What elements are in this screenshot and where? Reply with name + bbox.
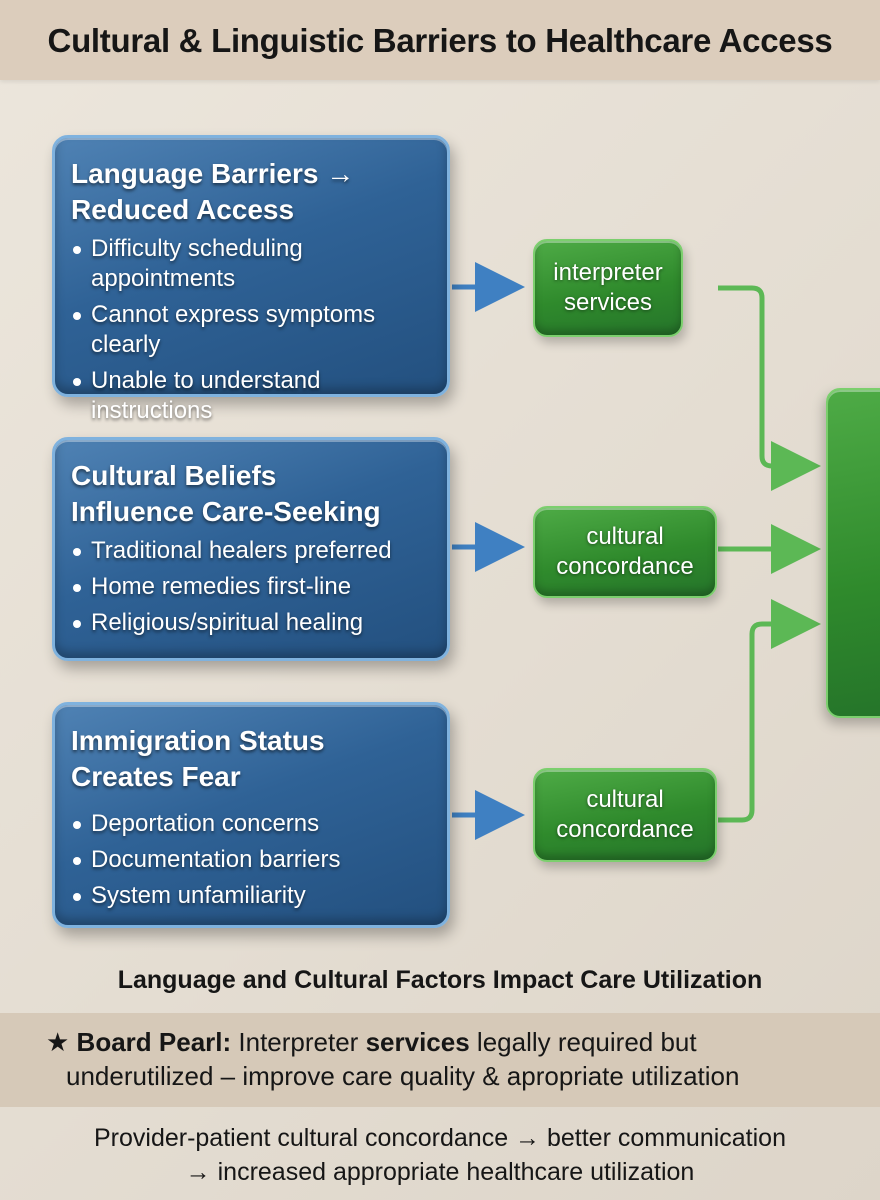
barrier-item: Religious/spiritual healing <box>71 608 447 638</box>
barrier-list: Difficulty scheduling appointments Canno… <box>71 234 447 426</box>
barrier-title: Language Barriers → Reduced Access <box>71 156 447 228</box>
barrier-item: System unfamiliarity <box>71 881 447 911</box>
barrier-card-cultural: Cultural Beliefs Influence Care-Seeking … <box>52 437 450 661</box>
board-pearl-line2: underutilized – improve care quality & a… <box>66 1061 740 1091</box>
barrier-title-line: Creates Fear <box>71 761 241 792</box>
barrier-card-immigration: Immigration Status Creates Fear Deportat… <box>52 702 450 928</box>
footer-line2: → increased appropriate healthcare utili… <box>185 1158 695 1186</box>
barrier-card-language: Language Barriers → Reduced Access Diffi… <box>52 135 450 424</box>
page-title: Cultural & Linguistic Barriers to Health… <box>47 22 833 59</box>
barrier-item: Traditional healers preferred <box>71 536 447 566</box>
star-icon: ★ <box>46 1027 70 1057</box>
outcome-box <box>826 388 880 718</box>
diagram-caption: Language and Cultural Factors Impact Car… <box>117 966 763 994</box>
board-pearl-band <box>0 1013 880 1107</box>
barrier-title-line: Influence Care-Seeking <box>71 496 381 527</box>
barrier-item: Unable to understand instructions <box>71 366 447 426</box>
connector-concordance2-to-outcome <box>718 599 821 823</box>
board-pearl-text: Interpreter <box>238 1027 359 1057</box>
barrier-item: Difficulty scheduling appointments <box>71 234 341 294</box>
title-band <box>0 0 880 80</box>
barrier-item: Cannot express symptoms clearly <box>71 300 447 360</box>
barrier-title-line: Language Barriers → <box>71 158 355 189</box>
barrier-title-line: Reduced Access <box>71 194 295 225</box>
footer-line1: Provider-patient cultural concordance → … <box>93 1124 786 1152</box>
board-pearl-text: legally required but <box>476 1027 697 1057</box>
barrier-title-line: Cultural Beliefs <box>71 460 277 491</box>
board-pearl-line1: ★ Board Pearl: Interpreter services lega… <box>46 1025 697 1059</box>
intervention-pill-concordance-2: cultural concordance <box>533 768 717 862</box>
intervention-pill-interpreter: interpreter services <box>533 239 683 337</box>
barrier-item: Home remedies first-line <box>71 572 447 602</box>
barrier-title-line: Immigration Status <box>71 725 325 756</box>
barrier-item: Documentation barriers <box>71 845 447 875</box>
barrier-item: Deportation concerns <box>71 809 447 839</box>
connector-interpreter-to-outcome <box>718 285 821 491</box>
barrier-list: Deportation concerns Documentation barri… <box>71 809 447 911</box>
board-pearl-emphasis: services <box>365 1027 470 1057</box>
barrier-title: Cultural Beliefs Influence Care-Seeking <box>71 458 447 530</box>
board-pearl-label: Board Pearl: <box>76 1027 232 1057</box>
intervention-pill-concordance: cultural concordance <box>533 506 717 598</box>
barrier-title: Immigration Status Creates Fear <box>71 723 447 795</box>
barrier-list: Traditional healers preferred Home remed… <box>71 536 447 638</box>
